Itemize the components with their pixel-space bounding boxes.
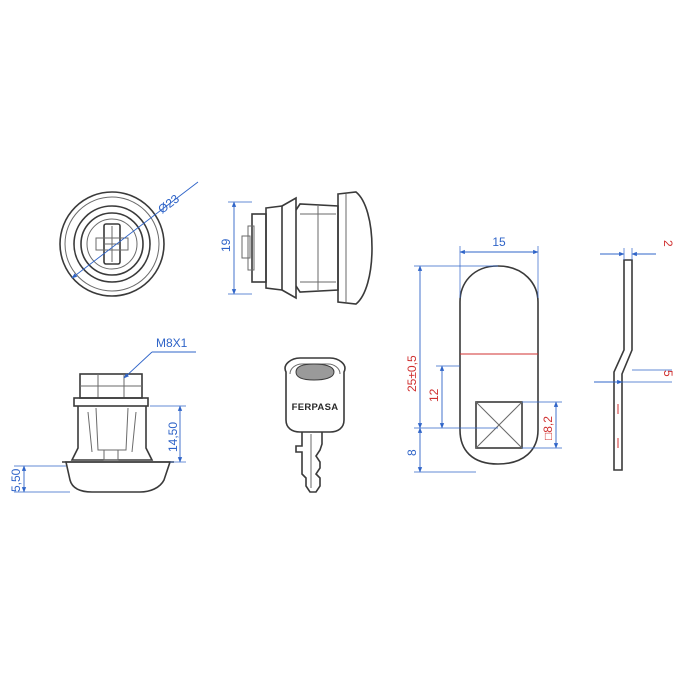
front-view-lock: Ø23	[59, 181, 199, 297]
hole-position-label: 12	[427, 388, 441, 402]
thread-label: M8X1	[156, 336, 188, 350]
key-brand-label: FERPASA	[292, 402, 339, 413]
step-label: 5	[661, 370, 675, 377]
cam-top-view: 15 25±0,5 12 8 □8,2	[405, 235, 562, 473]
side-view-lock: 19	[219, 191, 373, 305]
body-height-label: 14,50	[166, 422, 180, 452]
square-size-label: □8,2	[541, 416, 555, 440]
cam-length-label: 25±0,5	[405, 355, 419, 392]
elevation-view-lock: M8X1 14,50 5,50	[9, 336, 196, 493]
square-offset-label: 8	[405, 449, 419, 456]
thickness-label: 2	[661, 240, 675, 247]
cam-width-label: 15	[492, 235, 506, 249]
flange-label: 5,50	[9, 468, 23, 492]
diameter-label: Ø23	[155, 191, 182, 216]
key-illustration: FERPASA	[284, 357, 346, 493]
height-label: 19	[219, 238, 233, 252]
cam-side-view: 2 5	[594, 240, 675, 471]
